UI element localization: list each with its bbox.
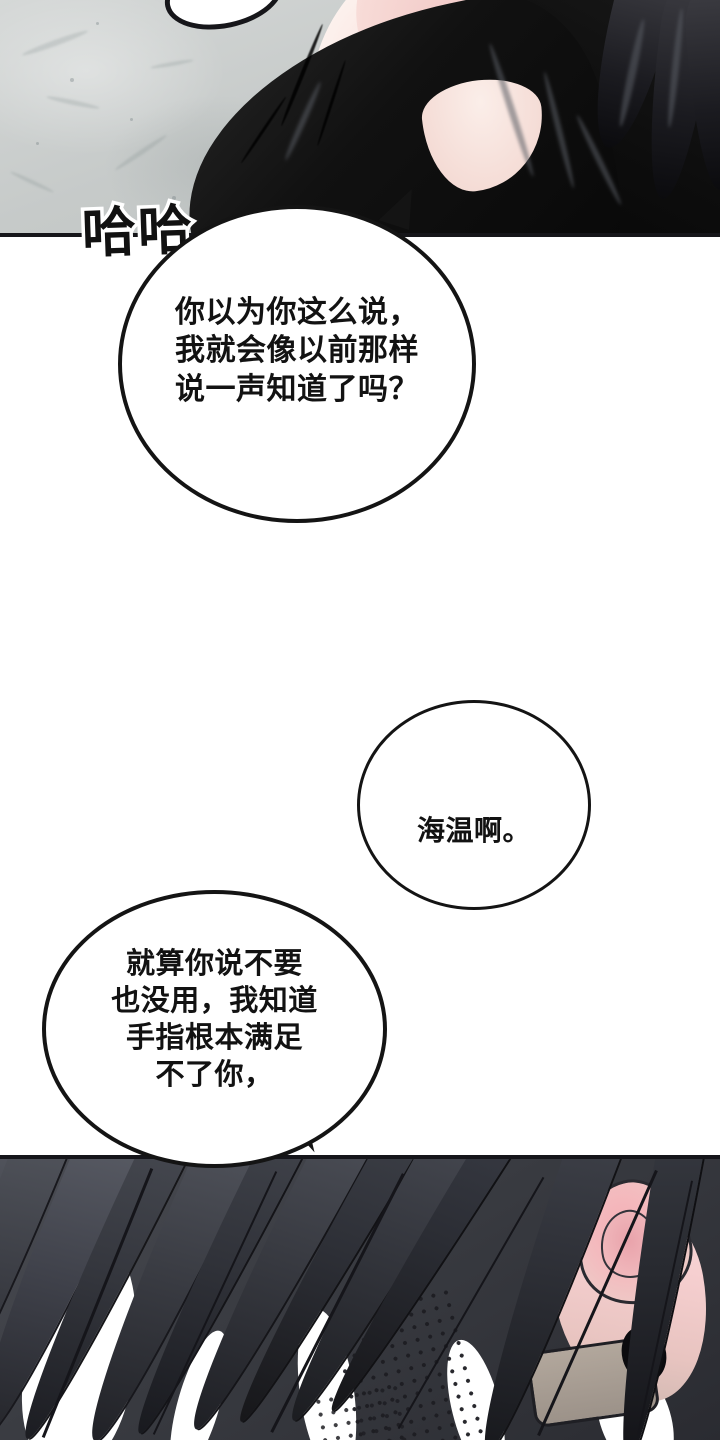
speech-bubble-3-text: 就算你说不要 也没用，我知道 手指根本满足 不了你，: [111, 948, 318, 1092]
wall-texture-speck: [96, 22, 99, 25]
wall-texture-speck: [130, 118, 133, 121]
wall-texture-speck: [70, 78, 74, 82]
wall-texture-speck: [36, 142, 39, 145]
wall-texture-speck: [172, 196, 176, 200]
bottom-panel-edge: [0, 1155, 720, 1159]
speech-bubble-1[interactable]: 你以为你这么说， 我就会像以前那样 说一声知道了吗？: [118, 205, 476, 523]
top-panel: [0, 0, 720, 236]
bottom-panel: [0, 1158, 720, 1440]
speech-bubble-2-text: 海温啊。: [416, 815, 531, 847]
speech-bubble-3[interactable]: 就算你说不要 也没用，我知道 手指根本满足 不了你，: [42, 890, 387, 1168]
speech-bubble-2[interactable]: 海温啊。: [357, 700, 591, 910]
speech-bubble-1-text: 你以为你这么说， 我就会像以前那样 说一声知道了吗？: [175, 296, 419, 406]
